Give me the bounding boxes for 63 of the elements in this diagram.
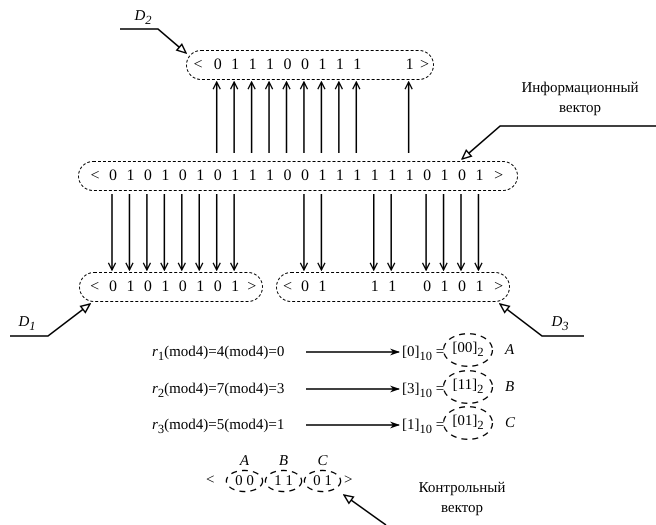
dashed-vector-box: < 0 1 1 1 0 0 1 1 1 1 > xyxy=(186,50,434,80)
arrow xyxy=(317,81,326,153)
vector-label: Контрольный вектор xyxy=(398,478,526,520)
vector-label: Информационный вектор xyxy=(508,78,652,120)
arrow xyxy=(212,81,221,153)
cell-heading: B xyxy=(278,452,290,470)
ellipse-label: B xyxy=(505,378,514,396)
equation-text: [0]$_{10}$ = xyxy=(402,343,444,361)
dashed-vector-box: < 0 1 0 1 0 1 0 1 > xyxy=(79,272,263,302)
arrow xyxy=(178,194,186,271)
arrow xyxy=(474,194,483,271)
equation-text: [3]$_{10}$ = xyxy=(402,380,444,398)
arrow xyxy=(334,81,344,153)
dashed-vector-box: < 0 1 0 1 0 1 0 1 1 1 0 0 1 1 1 1 1 1 0 1 0 1 > xyxy=(78,161,518,191)
vector-name: D$_{2}$ xyxy=(128,6,158,26)
cell-heading: A xyxy=(238,452,250,470)
leader-line xyxy=(120,28,187,54)
arrow xyxy=(125,194,134,271)
arrow xyxy=(306,422,400,428)
arrow xyxy=(439,194,448,271)
arrow xyxy=(195,194,204,271)
arrow xyxy=(108,194,116,271)
bracket-sign: > xyxy=(344,471,352,489)
dashed-ellipse: [01]$_{2}$ xyxy=(443,406,493,440)
arrow xyxy=(300,194,308,271)
arrow xyxy=(386,194,396,271)
dashed-ellipse: 0 0 xyxy=(226,470,263,492)
arrow xyxy=(352,81,361,153)
arrow xyxy=(306,386,400,392)
vector-name: D$_{1}$ xyxy=(12,312,42,332)
dashed-ellipse: 0 1 xyxy=(304,470,341,492)
arrow xyxy=(230,194,238,271)
arrow xyxy=(282,81,291,153)
equation-text: r$_{2}$(mod4)=7(mod4)=3 xyxy=(152,380,302,398)
dashed-ellipse: [00]$_{2}$ xyxy=(443,333,493,367)
arrow xyxy=(300,81,308,153)
arrow xyxy=(230,81,238,153)
cell-heading: C xyxy=(316,452,329,470)
ellipse-label: A xyxy=(505,341,514,359)
bracket-sign: < xyxy=(206,471,214,489)
leader-line xyxy=(10,303,91,337)
dashed-ellipse: 1 1 xyxy=(265,470,302,492)
arrow xyxy=(306,348,400,356)
arrow xyxy=(142,194,152,271)
arrow xyxy=(370,194,378,271)
arrow xyxy=(456,194,466,271)
leader-line xyxy=(461,125,656,160)
leader-line xyxy=(499,303,584,337)
leader-line xyxy=(343,494,386,525)
arrow xyxy=(264,81,274,153)
dashed-ellipse: [11]$_{2}$ xyxy=(443,370,493,404)
dashed-vector-box: < 0 1 1 1 0 1 0 1 > xyxy=(276,272,510,302)
vector-name: D$_{3}$ xyxy=(545,312,575,332)
equation-text: r$_{1}$(mod4)=4(mod4)=0 xyxy=(152,343,302,361)
equation-text: [1]$_{10}$ = xyxy=(402,416,444,434)
arrow xyxy=(404,81,413,153)
arrow xyxy=(247,81,256,153)
arrow xyxy=(422,194,430,271)
arrow xyxy=(160,194,169,271)
arrow xyxy=(212,194,221,271)
arrow xyxy=(317,194,326,271)
equation-text: r$_{3}$(mod4)=5(mod4)=1 xyxy=(152,416,302,434)
ellipse-label: C xyxy=(505,414,516,432)
